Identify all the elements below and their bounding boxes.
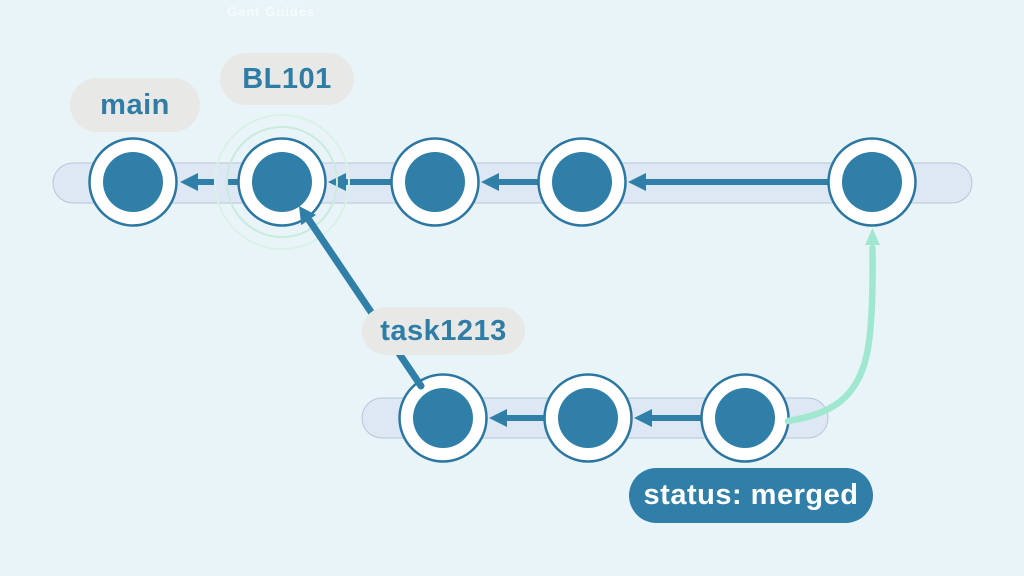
commit-task-2 xyxy=(543,373,633,463)
commit-main-2-bl101 xyxy=(237,137,327,227)
status-merged-badge-text: status: merged xyxy=(643,479,859,511)
branch-label-task1213-text: task1213 xyxy=(380,314,507,347)
commit-task-3 xyxy=(700,373,790,463)
branch-label-task1213: task1213 xyxy=(362,307,525,355)
commit-label-bl101-text: BL101 xyxy=(242,62,332,95)
commit-main-5 xyxy=(827,137,917,227)
main-branch-commits xyxy=(88,137,917,227)
arrow-main-2-to-1 xyxy=(180,173,238,191)
commit-main-4 xyxy=(537,137,627,227)
branch-label-main-text: main xyxy=(100,88,170,121)
watermark: Gant Guides xyxy=(227,4,316,19)
commit-task-1 xyxy=(398,373,488,463)
arrow-main-5-to-4 xyxy=(628,173,828,191)
commit-label-bl101: BL101 xyxy=(220,53,354,105)
task-branch-commits xyxy=(398,373,790,463)
arrow-task-2-to-1 xyxy=(489,409,544,427)
commit-main-3 xyxy=(390,137,480,227)
commit-arrows xyxy=(180,173,828,427)
bl101-highlight-rings xyxy=(214,114,350,250)
arrow-task-3-to-2 xyxy=(634,409,701,427)
arrow-branch-task-to-bl101 xyxy=(299,206,425,390)
branch-label-main: main xyxy=(70,78,200,132)
arrow-main-4-to-3 xyxy=(481,173,538,191)
status-merged-badge: status: merged xyxy=(629,468,873,523)
commit-main-1 xyxy=(88,137,178,227)
